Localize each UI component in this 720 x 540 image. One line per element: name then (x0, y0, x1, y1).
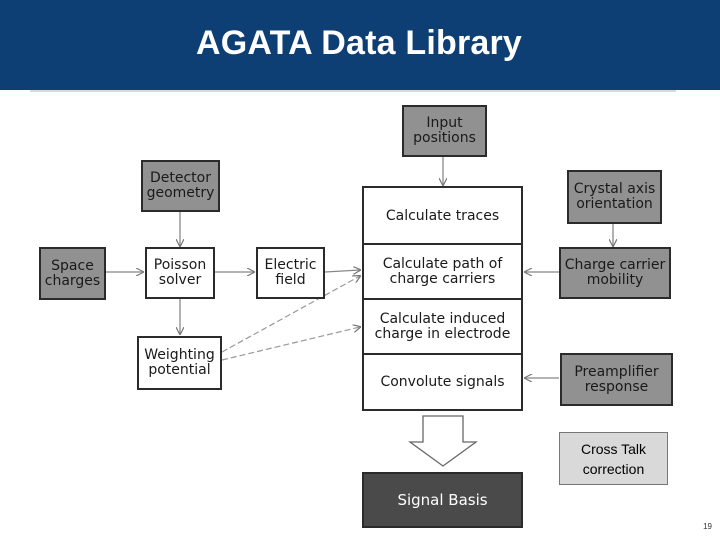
step-divider (364, 353, 521, 355)
step-divider (364, 298, 521, 300)
arrow-weighting-to-induced (221, 327, 360, 361)
calculate-induced-step: Calculate induced charge in electrode (374, 311, 511, 342)
preamplifier-response-box: Preamplifier response (560, 353, 673, 406)
electric-field-box: Electric field (256, 247, 325, 299)
space-charges-box: Space charges (39, 247, 106, 300)
crystal-axis-orientation-box: Crystal axis orientation (567, 170, 662, 224)
arrow-weighting-to-path (221, 276, 360, 353)
poisson-solver-box: Poisson solver (145, 247, 215, 299)
simulation-steps-stack: Calculate traces Calculate path of charg… (362, 186, 523, 411)
arrow-field-to-path (324, 270, 360, 272)
charge-carrier-mobility-box: Charge carrier mobility (559, 247, 671, 299)
calculate-traces-step: Calculate traces (385, 207, 500, 224)
slide-title: AGATA Data Library (196, 24, 523, 62)
step-divider (364, 243, 521, 245)
detector-geometry-box: Detector geometry (141, 160, 220, 212)
signal-basis-box: Signal Basis (362, 472, 523, 528)
header-divider (30, 90, 676, 92)
cross-talk-correction-box: Cross Talk correction (559, 432, 668, 485)
down-block-arrow (408, 415, 478, 467)
input-positions-box: Input positions (402, 105, 487, 157)
convolute-signals-step: Convolute signals (380, 373, 505, 390)
slide-header: AGATA Data Library (0, 0, 720, 90)
weighting-potential-box: Weighting potential (137, 336, 222, 390)
calculate-path-step: Calculate path of charge carriers (382, 256, 503, 287)
page-number: 19 (703, 522, 712, 531)
